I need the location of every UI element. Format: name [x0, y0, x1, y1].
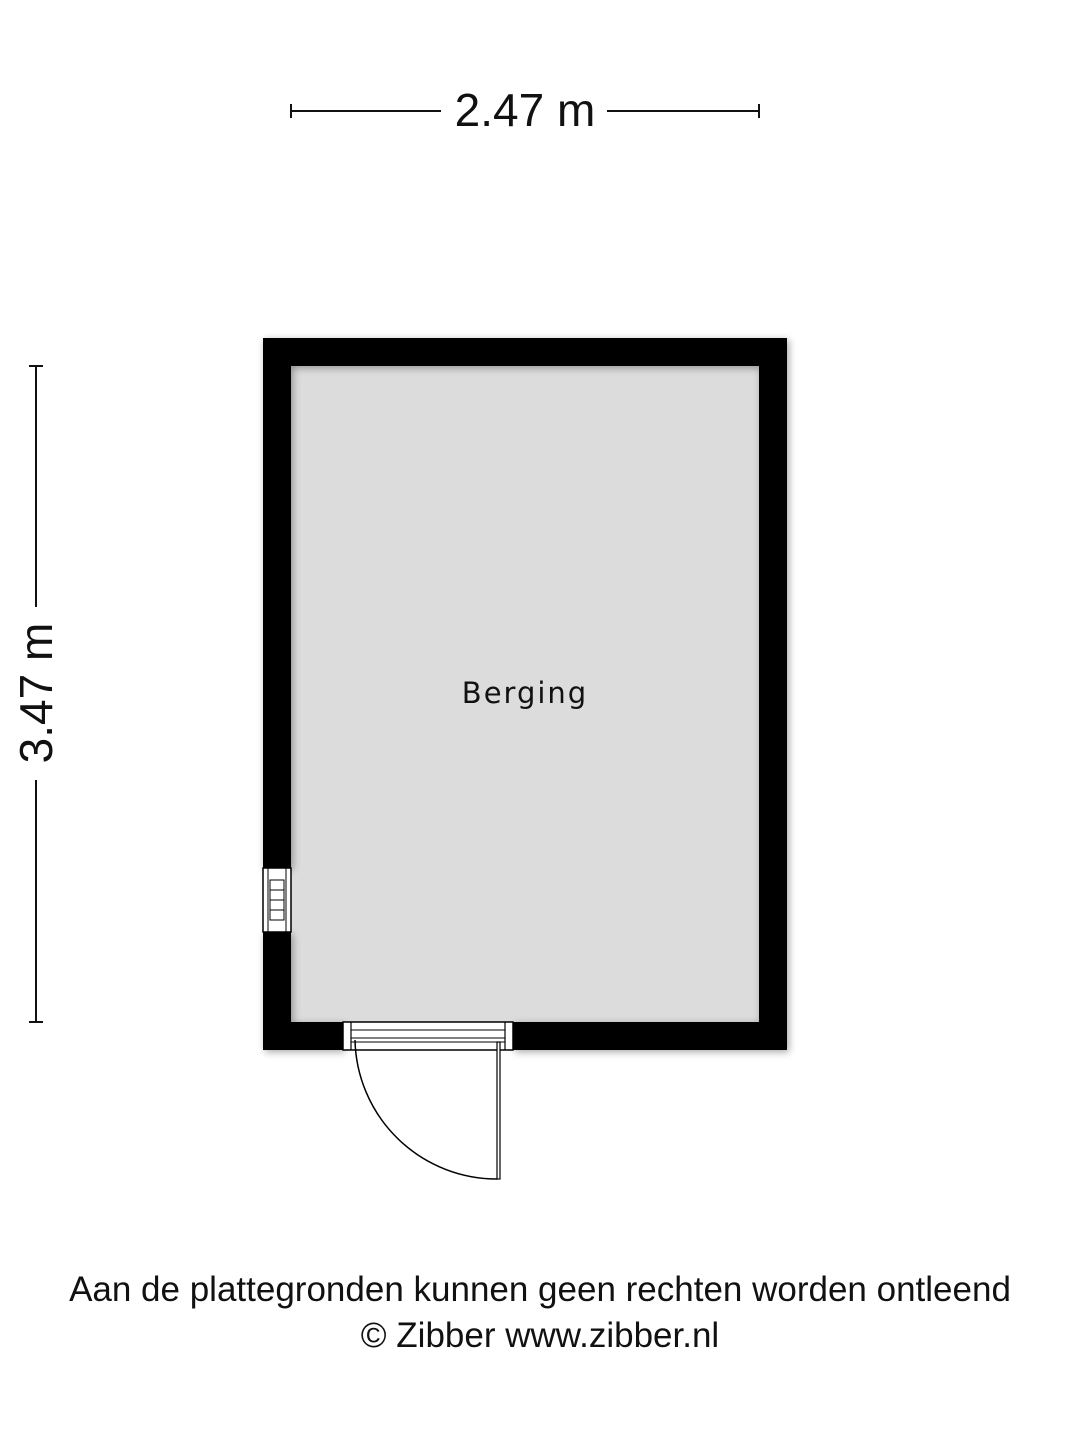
- wall-right: [759, 338, 787, 1050]
- wall-bottom-right: [513, 1022, 787, 1050]
- wall-bottom-left: [263, 1022, 343, 1050]
- walls: [263, 338, 787, 1050]
- room-label: Berging: [462, 676, 588, 710]
- copyright-text: © Zibber www.zibber.nl: [360, 1316, 720, 1355]
- window-left: [262, 867, 292, 933]
- wall-top: [263, 338, 787, 366]
- door-frame: [342, 1021, 514, 1051]
- height-dimension: 3.47 m: [10, 365, 62, 1023]
- height-dimension-label: 3.47 m: [10, 623, 62, 764]
- room-floor: [291, 366, 759, 1022]
- door-bottom: [342, 1021, 514, 1180]
- door-leaf: [496, 1041, 501, 1180]
- disclaimer-text: Aan de plattegronden kunnen geen rechten…: [69, 1270, 1011, 1309]
- wall-left-upper: [263, 338, 291, 868]
- width-dimension-label: 2.47 m: [455, 84, 596, 136]
- door-swing-arc: [354, 1039, 498, 1180]
- width-dimension: 2.47 m: [290, 84, 760, 136]
